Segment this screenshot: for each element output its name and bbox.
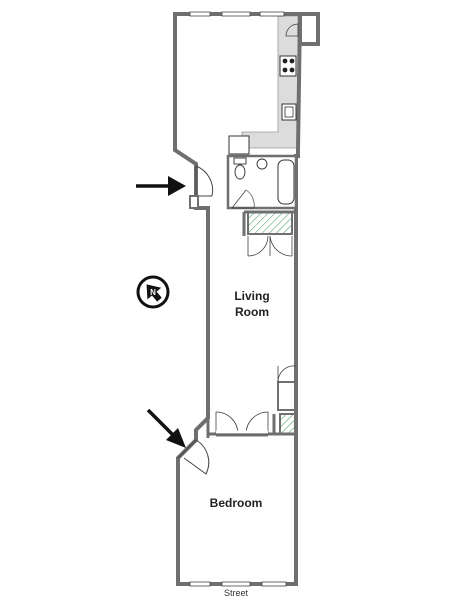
street-label: Street <box>224 588 249 598</box>
window <box>189 11 211 17</box>
closet-hatch-lower <box>279 413 297 435</box>
room-label-bedroom: Bedroom <box>210 496 263 510</box>
room-label-room: Room <box>235 305 269 319</box>
closet-lower <box>277 381 297 411</box>
small-closet <box>298 12 320 46</box>
toilet-bowl <box>234 164 246 180</box>
bedroom-door-swing <box>215 411 269 435</box>
kitchen-sink <box>281 103 297 121</box>
bathtub <box>277 159 295 205</box>
window <box>259 11 285 17</box>
window <box>189 581 211 587</box>
closet-door-swing <box>285 23 299 37</box>
entry-door-swing-lower <box>183 439 210 475</box>
closet-upper <box>247 211 293 235</box>
window <box>261 581 287 587</box>
refrigerator <box>228 135 250 155</box>
stove <box>279 55 297 77</box>
bathroom-door-swing <box>231 189 254 209</box>
room-label-living: Living <box>234 289 269 303</box>
entry-door-swing-upper <box>195 165 214 197</box>
toilet-tank <box>233 157 247 165</box>
compass-letter: N <box>150 288 156 297</box>
window <box>221 581 251 587</box>
entry-arrow-icon <box>146 408 186 448</box>
closet-door-swing-upper <box>247 235 293 257</box>
entry-arrow-icon <box>136 176 186 196</box>
compass-icon: N <box>136 275 170 309</box>
bathroom-sink <box>256 158 268 170</box>
window <box>221 11 251 17</box>
